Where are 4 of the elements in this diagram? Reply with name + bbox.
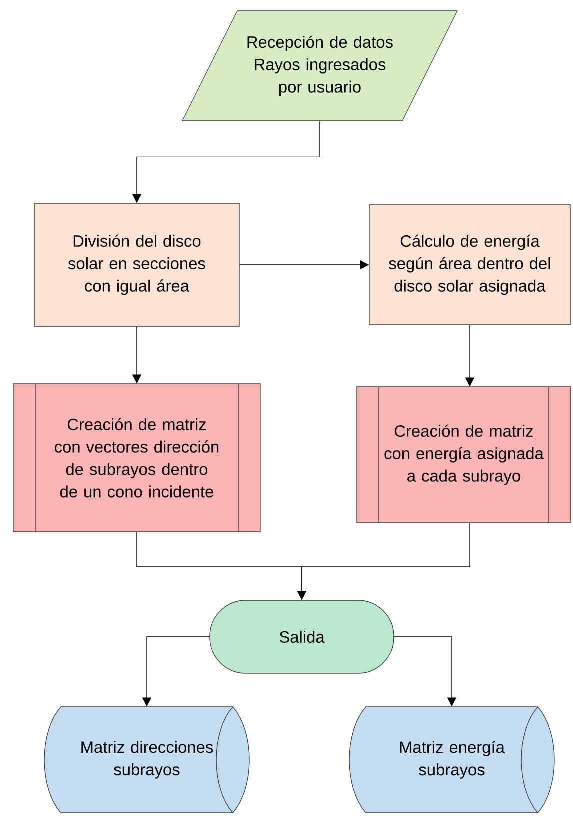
process-box: División del disco solar en secciones con igual área bbox=[34, 203, 240, 327]
predefined-process-box: Creación de matriz con vectores dirección de subrayos dentro de un cono incidente bbox=[13, 384, 261, 532]
process-box: Cálculo de energía según área dentro del disco solar asignada bbox=[369, 204, 571, 326]
predefined-process-box: Creación de matriz con energía asignada a cada subrayo bbox=[356, 386, 572, 524]
